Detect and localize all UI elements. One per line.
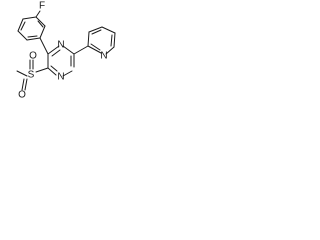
pyridine-ring — [87, 26, 116, 55]
pyrimidine-pyridine-bond — [73, 45, 89, 55]
c-s-bond — [35, 67, 49, 73]
pyrimidine-n3-label: N — [57, 72, 64, 83]
sulfonyl-group — [16, 59, 34, 91]
pyridine-n-label: N — [100, 51, 107, 62]
oxygen-label-1: O — [29, 51, 37, 62]
fluorophenyl-ring — [17, 16, 46, 41]
c-f-bond — [35, 10, 41, 18]
fluorine-label: F — [39, 1, 45, 12]
pyrimidine-n1-label: N — [57, 40, 64, 51]
oxygen-label-2: O — [18, 90, 26, 101]
chemical-structure-diagram: F N N N S O O — [16, 1, 116, 101]
phenyl-pyrimidine-bond — [39, 37, 49, 55]
sulfur-label: S — [28, 70, 35, 81]
pyrimidine-ring — [47, 45, 75, 77]
